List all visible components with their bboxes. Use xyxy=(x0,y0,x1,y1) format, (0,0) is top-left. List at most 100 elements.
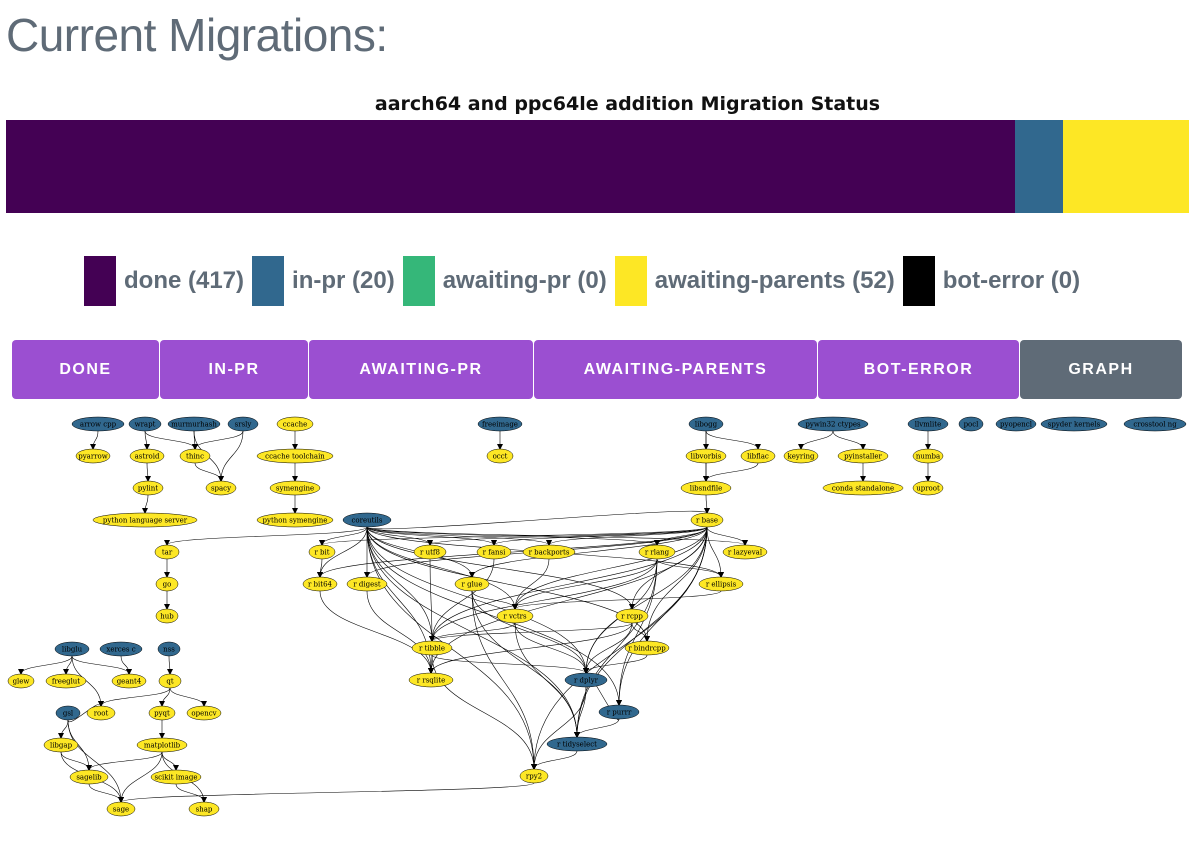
graph-node-keyring[interactable]: keyring xyxy=(783,448,819,464)
graph-node-r-bit[interactable]: r bit xyxy=(308,544,336,560)
graph-node-r-dplyr[interactable]: r dplyr xyxy=(564,672,608,688)
graph-node-spyder-kernels[interactable]: spyder kernels xyxy=(1040,416,1108,432)
graph-node-label: sagelib xyxy=(76,774,102,782)
graph-node-r-purrr[interactable]: r purrr xyxy=(598,704,640,720)
tab-awaiting-pr[interactable]: AWAITING-PR xyxy=(309,340,533,399)
graph-node-libglu[interactable]: libglu xyxy=(54,641,90,657)
graph-node-pocl[interactable]: pocl xyxy=(958,416,984,432)
graph-node-murmurhash[interactable]: murmurhash xyxy=(167,416,221,432)
graph-node-r-base[interactable]: r base xyxy=(690,512,724,528)
graph-edge-nss-to-qt xyxy=(166,655,173,675)
graph-node-pyinstaller[interactable]: pyinstaller xyxy=(837,448,889,464)
graph-node-label: libogg xyxy=(695,421,718,429)
graph-node-r-bindrcpp[interactable]: r bindrcpp xyxy=(624,640,670,656)
graph-node-r-bit64[interactable]: r bit64 xyxy=(302,576,338,592)
graph-node-llvmlite[interactable]: llvmlite xyxy=(907,416,949,432)
graph-edge-matplotlib-to-sagelib xyxy=(86,751,163,771)
tab-graph[interactable]: GRAPH xyxy=(1020,340,1182,399)
tab-awaiting-parents[interactable]: AWAITING-PARENTS xyxy=(534,340,817,399)
graph-node-uproot[interactable]: uproot xyxy=(912,480,944,496)
graph-node-qt[interactable]: qt xyxy=(158,673,182,689)
graph-node-libsndfile[interactable]: libsndfile xyxy=(680,480,732,496)
graph-node-r-ellipsis[interactable]: r ellipsis xyxy=(698,576,744,592)
graph-node-wrapt[interactable]: wrapt xyxy=(128,416,162,432)
graph-node-libgap[interactable]: libgap xyxy=(43,737,79,753)
graph-node-label: r dplyr xyxy=(574,677,599,685)
graph-node-ccache-toolchain[interactable]: ccache toolchain xyxy=(256,448,334,464)
graph-node-libvorbis[interactable]: libvorbis xyxy=(685,448,727,464)
graph-node-freeimage[interactable]: freeimage xyxy=(477,416,523,432)
graph-node-pyarrow[interactable]: pyarrow xyxy=(75,448,111,464)
graph-node-coreutils[interactable]: coreutils xyxy=(342,512,392,528)
graph-node-occt[interactable]: occt xyxy=(486,448,514,464)
tab-done[interactable]: DONE xyxy=(12,340,159,399)
graph-node-scikit-image[interactable]: scikit image xyxy=(150,769,202,785)
graph-node-spacy[interactable]: spacy xyxy=(205,480,237,496)
graph-node-shape xyxy=(454,576,490,592)
graph-node-pylint[interactable]: pylint xyxy=(132,480,164,496)
graph-node-hub[interactable]: hub xyxy=(155,608,179,624)
graph-node-pyqt[interactable]: pyqt xyxy=(148,705,176,721)
tab-bot-error[interactable]: BOT-ERROR xyxy=(818,340,1019,399)
graph-node-matplotlib[interactable]: matplotlib xyxy=(136,737,188,753)
graph-node-ccache[interactable]: ccache xyxy=(276,416,314,432)
tab-in-pr[interactable]: IN-PR xyxy=(160,340,308,399)
graph-node-r-vctrs[interactable]: r vctrs xyxy=(496,608,534,624)
graph-node-conda-standalone[interactable]: conda standalone xyxy=(822,480,904,496)
graph-node-shape xyxy=(995,416,1037,432)
graph-node-r-utf8[interactable]: r utf8 xyxy=(413,544,447,560)
graph-node-shap[interactable]: shap xyxy=(188,801,220,817)
graph-edge-gsl-to-sage xyxy=(67,719,124,803)
graph-node-crosstool-ng[interactable]: crosstool ng xyxy=(1123,416,1187,432)
graph-edge-r-base-to-r-fansi xyxy=(491,526,708,546)
graph-edge-r-rlang-to-r-vctrs xyxy=(512,558,658,610)
graph-node-thinc[interactable]: thinc xyxy=(179,448,211,464)
graph-node-r-fansi[interactable]: r fansi xyxy=(476,544,512,560)
graph-node-r-tidyselect[interactable]: r tidyselect xyxy=(546,736,608,752)
graph-node-pywin32-ctypes[interactable]: pywin32 ctypes xyxy=(797,416,869,432)
graph-node-label: pylint xyxy=(138,485,158,493)
graph-node-label: pocl xyxy=(964,421,980,429)
graph-edge-coreutils-to-r-lazyeval xyxy=(366,526,748,546)
graph-node-label: root xyxy=(94,710,109,718)
graph-node-libflac[interactable]: libflac xyxy=(740,448,776,464)
graph-node-shape xyxy=(907,416,949,432)
graph-node-r-backports[interactable]: r backports xyxy=(522,544,576,560)
graph-node-libogg[interactable]: libogg xyxy=(688,416,724,432)
graph-node-tar[interactable]: tar xyxy=(154,544,180,560)
graph-node-python-language-server[interactable]: python language server xyxy=(92,512,198,528)
graph-node-astroid[interactable]: astroid xyxy=(129,448,165,464)
graph-node-xerces-c[interactable]: xerces c xyxy=(99,641,143,657)
graph-node-r-rlang[interactable]: r rlang xyxy=(638,544,676,560)
graph-node-rpy2[interactable]: rpy2 xyxy=(519,768,549,784)
graph-node-r-rcpp[interactable]: r rcpp xyxy=(615,608,649,624)
graph-node-r-glue[interactable]: r glue xyxy=(454,576,490,592)
graph-node-freeglut[interactable]: freeglut xyxy=(45,673,87,689)
graph-node-r-tibble[interactable]: r tibble xyxy=(411,640,453,656)
graph-edge-coreutils-to-r-bindrcpp xyxy=(366,526,650,642)
graph-node-root[interactable]: root xyxy=(86,705,116,721)
graph-node-sagelib[interactable]: sagelib xyxy=(69,769,109,785)
graph-node-go[interactable]: go xyxy=(155,576,179,592)
graph-node-sage[interactable]: sage xyxy=(106,801,136,817)
graph-node-glew[interactable]: glew xyxy=(7,673,35,689)
graph-node-r-rsqlite[interactable]: r rsqlite xyxy=(408,672,454,688)
graph-node-r-digest[interactable]: r digest xyxy=(346,576,388,592)
graph-edge-r-vctrs-to-r-dplyr xyxy=(514,622,589,674)
graph-node-opencv[interactable]: opencv xyxy=(186,705,222,721)
graph-node-gsl[interactable]: gsl xyxy=(55,705,81,721)
graph-node-srsly[interactable]: srsly xyxy=(227,416,259,432)
graph-node-pyopencl[interactable]: pyopencl xyxy=(995,416,1037,432)
graph-node-label: r lazyeval xyxy=(728,549,763,557)
graph-node-nss[interactable]: nss xyxy=(157,641,181,657)
graph-node-python-symengine[interactable]: python symengine xyxy=(256,512,334,528)
graph-node-arrow-cpp[interactable]: arrow cpp xyxy=(71,416,125,432)
legend-swatch-awaiting-pr xyxy=(402,256,435,306)
graph-node-numba[interactable]: numba xyxy=(912,448,944,464)
graph-node-geant4[interactable]: geant4 xyxy=(111,673,147,689)
graph-node-symengine[interactable]: symengine xyxy=(269,480,321,496)
graph-node-label: r bit xyxy=(314,549,329,557)
graph-node-shape xyxy=(615,608,649,624)
graph-node-label: opencv xyxy=(191,710,216,718)
graph-node-r-lazyeval[interactable]: r lazyeval xyxy=(722,544,768,560)
